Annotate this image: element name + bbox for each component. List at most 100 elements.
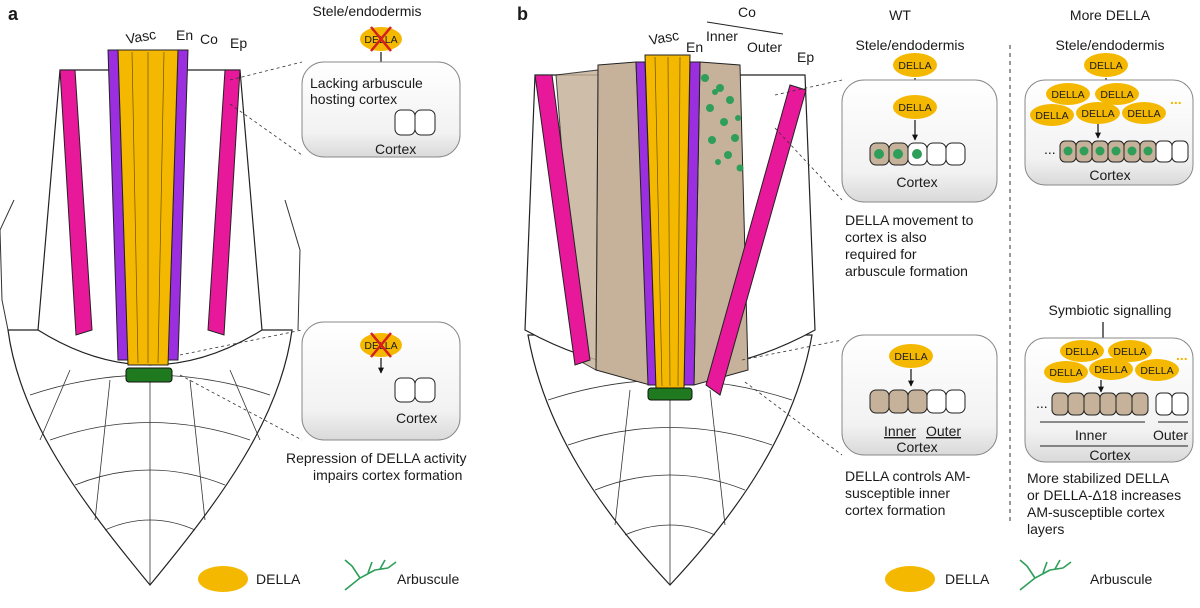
more-bottom-inner: Inner: [1075, 427, 1107, 443]
a-top-box: Stele/endodermis DELLA Lacking arbuscule…: [301, 3, 461, 158]
a-bottom-cortex: Cortex: [396, 410, 437, 426]
more-top-box: More DELLA Stele/endodermis DELLA DELLA …: [1024, 7, 1194, 186]
wt-header: WT: [889, 7, 911, 23]
connectors-a: [179, 61, 303, 441]
svg-text:DELLA: DELLA: [1051, 89, 1084, 101]
legend-della-b: DELLA: [945, 571, 990, 587]
label-en-a: En: [176, 27, 193, 43]
more-bottom-box: Symbiotic signalling DELLA DELLA DELLA D…: [1024, 302, 1194, 463]
legend-arbuscule-b: Arbuscule: [1090, 571, 1152, 587]
legend-arbuscule-a: Arbuscule: [397, 571, 459, 587]
wt-bottom-inner: Inner: [884, 423, 916, 439]
panel-label-b: b: [517, 4, 528, 24]
svg-text:cortex formation: cortex formation: [845, 502, 945, 518]
legend-della-a: DELLA: [256, 571, 301, 587]
svg-text:required for: required for: [845, 246, 917, 262]
root-b: [524, 54, 816, 586]
more-top-cortex: Cortex: [1089, 167, 1130, 183]
label-vasc-a: Vasc: [125, 26, 157, 47]
wt-della-top: [893, 53, 937, 77]
label-en-b: En: [686, 39, 703, 55]
svg-text:DELLA: DELLA: [1065, 346, 1098, 358]
more-bottom-caption: More stabilized DELLA or DELLA-Δ18 incre…: [1027, 470, 1181, 537]
svg-text:DELLA: DELLA: [1035, 110, 1068, 122]
svg-text:DELLA: DELLA: [1140, 365, 1173, 377]
connectors-b: [741, 79, 843, 456]
more-top-odots: ...: [1170, 91, 1182, 107]
legend-arbuscule-icon-b: [1019, 559, 1072, 591]
legend-della-icon-a: [198, 566, 248, 592]
epidermis-right-b: [705, 84, 807, 396]
more-signal: Symbiotic signalling: [1049, 302, 1172, 318]
legend-della-icon-b: [885, 566, 935, 592]
a-top-text2: hosting cortex: [310, 91, 397, 107]
a-top-cross-icon: [370, 26, 392, 52]
svg-text:DELLA: DELLA: [1049, 367, 1082, 379]
more-top-dots: ...: [1044, 141, 1056, 157]
label-vasc-b: Vasc: [648, 27, 680, 48]
wt-della-mid-label: DELLA: [898, 102, 931, 114]
svg-text:AM-susceptible cortex: AM-susceptible cortex: [1027, 504, 1165, 520]
wt-cortex-cells: [869, 142, 966, 166]
vasc-lines-b: [654, 56, 681, 387]
label-inner-b: Inner: [706, 28, 738, 44]
cap-cells-b: [547, 379, 793, 585]
wt-bottom-caption: DELLA controls AM- susceptible inner cor…: [845, 468, 971, 518]
root-a: [0, 49, 301, 586]
vasc-lines-a: [131, 51, 165, 364]
a-top-title: Stele/endodermis: [313, 3, 422, 19]
more-title: Stele/endodermis: [1056, 37, 1165, 53]
arbuscules-root-b: [701, 74, 744, 172]
label-outer-b: Outer: [747, 39, 782, 55]
label-co-a: Co: [200, 31, 218, 47]
a-caption2: impairs cortex formation: [313, 467, 462, 483]
svg-text:More stabilized DELLA: More stabilized DELLA: [1027, 470, 1170, 486]
epidermis-left-a: [59, 69, 93, 336]
wt-top-box: WT Stele/endodermis DELLA DELLA Cortex: [841, 7, 998, 203]
label-ep-b: Ep: [797, 49, 814, 65]
more-header: More DELLA: [1070, 7, 1151, 23]
more-bottom-odots: ...: [1176, 347, 1188, 363]
wt-bottom-cortex: Cortex: [896, 439, 937, 455]
svg-text:layers: layers: [1027, 521, 1064, 537]
a-bottom-box: DELLA Cortex: [301, 321, 461, 441]
wt-bottom-box: DELLA Inner Outer Cortex: [841, 334, 998, 456]
svg-text:DELLA: DELLA: [1100, 89, 1133, 101]
wt-cortex: Cortex: [896, 174, 937, 190]
epidermis-left-b: [534, 74, 591, 366]
border-cells-a: [0, 199, 301, 331]
more-cortex-cells: [1059, 140, 1189, 163]
wt-bottom-della: [889, 344, 933, 368]
label-ep-a: Ep: [230, 35, 247, 51]
svg-text:DELLA: DELLA: [1113, 346, 1146, 358]
stem-niche-a: [125, 367, 173, 383]
panel-label-a: a: [8, 4, 19, 24]
epidermis-right-a: [207, 69, 241, 336]
more-della-cluster: DELLA DELLA DELLA DELLA DELLA: [1030, 83, 1166, 126]
svg-text:cortex is also: cortex is also: [845, 229, 927, 245]
wt-bottom-outer: Outer: [926, 423, 961, 439]
legend-arbuscule-icon-a: [344, 559, 397, 591]
a-top-text1: Lacking arbuscule: [310, 75, 423, 91]
a-bottom-cross-icon: [370, 332, 392, 358]
stem-niche-b: [647, 387, 693, 401]
more-della-top: [1084, 53, 1128, 77]
wt-della-top-label: DELLA: [898, 60, 931, 72]
wt-della-mid: [893, 95, 937, 119]
more-bottom-cells: [1051, 392, 1189, 416]
svg-text:DELLA controls AM-: DELLA controls AM-: [845, 468, 971, 484]
wt-bottom-della-label: DELLA: [894, 351, 927, 363]
svg-text:or DELLA-Δ18 increases: or DELLA-Δ18 increases: [1027, 487, 1181, 503]
wt-bottom-cells: [869, 389, 966, 414]
wt-title: Stele/endodermis: [856, 37, 965, 53]
more-della-top-label: DELLA: [1089, 60, 1122, 72]
a-caption1: Repression of DELLA activity: [286, 450, 467, 466]
svg-text:susceptible inner: susceptible inner: [845, 485, 950, 501]
svg-text:DELLA movement to: DELLA movement to: [845, 212, 974, 228]
more-bottom-outer: Outer: [1153, 427, 1188, 443]
more-bottom-dots: ...: [1036, 395, 1048, 411]
label-co-b: Co: [738, 4, 756, 20]
more-bottom-della-cluster: DELLA DELLA DELLA DELLA DELLA: [1044, 340, 1179, 383]
a-top-cortex: Cortex: [375, 141, 416, 157]
